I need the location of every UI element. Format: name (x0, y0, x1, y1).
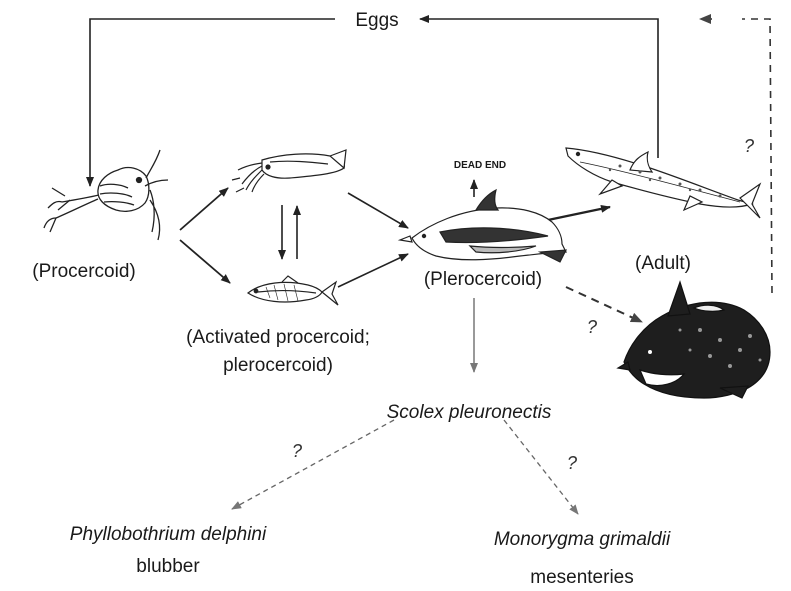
question-mark-phyllobothrium: ? (292, 441, 302, 461)
arrow-plerocercoid-to-orca (566, 287, 642, 322)
dolphin-icon (400, 190, 566, 262)
copepod-icon (44, 150, 168, 240)
arrow-adult-to-eggs (420, 19, 658, 158)
arrow-dolphin-to-shark (548, 207, 610, 220)
label-phyllobothrium-site: blubber (136, 556, 200, 577)
question-mark-monorygma: ? (567, 453, 577, 473)
label-plerocercoid-activated: plerocercoid) (223, 355, 333, 376)
squid-icon (232, 150, 346, 192)
orca-icon (618, 282, 770, 398)
label-monorygma-site: mesenteries (530, 567, 634, 588)
fish-icon (248, 276, 338, 305)
arrow-procercoid-to-fish (180, 240, 230, 283)
arrow-scolex-to-phyllobothrium (232, 420, 394, 509)
question-mark-orca: ? (587, 317, 597, 337)
arrow-fish-to-dolphin (338, 254, 408, 287)
label-adult: (Adult) (635, 253, 691, 274)
label-monorygma-grimaldii: Monorygma grimaldii (494, 529, 671, 550)
label-eggs: Eggs (355, 10, 398, 31)
label-dead-end: DEAD END (454, 160, 506, 171)
label-procercoid: (Procercoid) (32, 261, 135, 282)
label-phyllobothrium-delphini: Phyllobothrium delphini (70, 524, 267, 545)
label-activated-procercoid: (Activated procercoid; (186, 327, 370, 348)
arrow-squid-to-dolphin (348, 193, 408, 228)
arrow-orca-to-eggs-dashed (742, 19, 772, 293)
question-mark-orca-eggs: ? (744, 136, 754, 156)
arrow-procercoid-to-squid (180, 188, 228, 230)
label-scolex-pleuronectis: Scolex pleuronectis (387, 402, 552, 423)
label-plerocercoid: (Plerocercoid) (424, 269, 542, 290)
shark-icon (566, 148, 760, 218)
